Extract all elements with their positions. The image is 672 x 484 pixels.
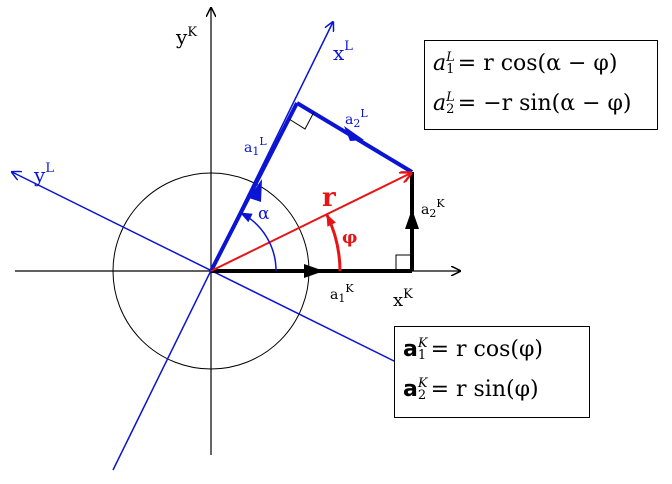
vector-a2-l-arrowhead [344, 126, 364, 141]
label-r: r [322, 183, 336, 213]
y-axis-l [12, 172, 401, 365]
label-a2-k: a2K [421, 197, 445, 220]
vector-a1-k-arrowhead [304, 264, 324, 278]
vector-a2-k-arrowhead [405, 209, 419, 229]
angle-phi-arc [325, 213, 342, 272]
right-angle-mark-k [395, 254, 412, 271]
vector-a1-l-arrowhead [249, 179, 262, 202]
label-x-l: xL [333, 39, 353, 65]
label-y-k: yK [175, 25, 197, 49]
vector-a1-l [209, 102, 299, 272]
label-phi: φ [342, 228, 357, 248]
label-a1-k: a1K [330, 282, 354, 305]
vector-r [210, 173, 411, 272]
label-x-k: xK [393, 287, 413, 311]
angle-alpha-arc [239, 212, 277, 272]
right-angle-mark-l [288, 111, 315, 130]
label-alpha: α [258, 204, 270, 224]
label-a1-l: a1L [244, 135, 267, 158]
label-y-l: yL [33, 161, 54, 187]
label-a2-l: a2L [345, 107, 368, 130]
